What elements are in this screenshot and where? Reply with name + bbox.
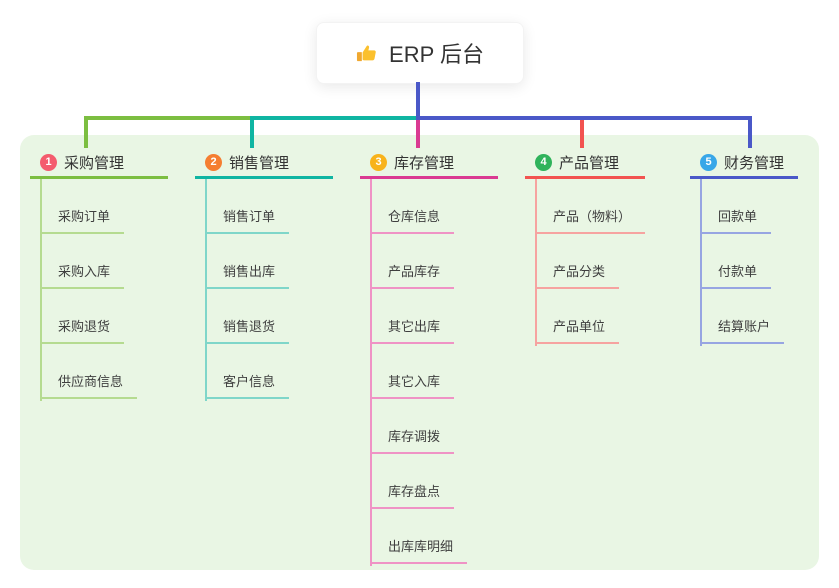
child-label: 采购入库 xyxy=(40,261,125,289)
child-label: 销售出库 xyxy=(205,261,290,289)
branch-title-label: 财务管理 xyxy=(724,154,785,172)
child-node[interactable]: 其它出库 xyxy=(360,289,525,344)
child-label: 回款单 xyxy=(700,206,772,234)
child-node[interactable]: 销售订单 xyxy=(195,179,360,234)
branch-spine-line xyxy=(535,179,537,346)
child-node[interactable]: 产品分类 xyxy=(525,234,690,289)
branch-spine-line xyxy=(700,179,702,346)
branch-title[interactable]: 3 库存管理 xyxy=(360,148,525,176)
child-node[interactable]: 采购退货 xyxy=(30,289,195,344)
child-node[interactable]: 产品（物料） xyxy=(525,179,690,234)
branch-title-label: 产品管理 xyxy=(559,154,620,172)
child-node[interactable]: 产品库存 xyxy=(360,234,525,289)
connector-drop-branch-3 xyxy=(416,120,420,148)
branch-index-badge: 1 xyxy=(40,153,57,171)
child-label: 产品分类 xyxy=(535,261,620,289)
child-node[interactable]: 库存调拨 xyxy=(360,399,525,454)
child-node[interactable]: 产品单位 xyxy=(525,289,690,344)
branch-index-badge: 2 xyxy=(205,153,222,171)
branch-title-label: 库存管理 xyxy=(394,154,455,172)
branch-title[interactable]: 4 产品管理 xyxy=(525,148,690,176)
child-node[interactable]: 采购订单 xyxy=(30,179,195,234)
branch-title[interactable]: 2 销售管理 xyxy=(195,148,360,176)
branch-underline xyxy=(195,176,333,179)
connector-bus-segment-green xyxy=(84,116,254,120)
child-node[interactable]: 销售出库 xyxy=(195,234,360,289)
root-title: ERP 后台 xyxy=(389,42,484,67)
child-node[interactable]: 其它入库 xyxy=(360,344,525,399)
branch-title-label: 销售管理 xyxy=(229,154,290,172)
child-label: 采购退货 xyxy=(40,316,125,344)
child-node[interactable]: 出库库明细 xyxy=(360,509,525,564)
branch-title-label: 采购管理 xyxy=(64,154,125,172)
branch-purchase: 1 采购管理 采购订单 采购入库 采购退货 供应商信息 xyxy=(30,148,195,401)
branch-title[interactable]: 1 采购管理 xyxy=(30,148,195,176)
connector-drop-branch-1 xyxy=(84,116,88,148)
child-node[interactable]: 结算账户 xyxy=(690,289,839,344)
connector-drop-branch-2 xyxy=(250,116,254,148)
branch-index-badge: 5 xyxy=(700,153,717,171)
branch-index-badge: 4 xyxy=(535,153,552,171)
branch-product: 4 产品管理 产品（物料） 产品分类 产品单位 xyxy=(525,148,690,346)
child-label: 供应商信息 xyxy=(40,371,138,399)
child-label: 产品（物料） xyxy=(535,206,646,234)
branch-spine-line xyxy=(205,179,207,401)
connector-bus-segment-teal xyxy=(250,116,418,120)
child-label: 其它入库 xyxy=(370,371,455,399)
branch-inventory: 3 库存管理 仓库信息 产品库存 其它出库 其它入库 库存调拨 库存盘点 xyxy=(360,148,525,566)
branch-spine-line xyxy=(370,179,372,566)
child-label: 结算账户 xyxy=(700,316,785,344)
child-node[interactable]: 采购入库 xyxy=(30,234,195,289)
connector-drop-branch-5 xyxy=(748,116,752,148)
child-label: 仓库信息 xyxy=(370,206,455,234)
child-label: 库存盘点 xyxy=(370,481,455,509)
branch-underline xyxy=(360,176,498,179)
child-label: 付款单 xyxy=(700,261,772,289)
root-node[interactable]: ERP 后台 xyxy=(316,22,524,84)
child-node[interactable]: 仓库信息 xyxy=(360,179,525,234)
child-node[interactable]: 回款单 xyxy=(690,179,839,234)
child-node[interactable]: 客户信息 xyxy=(195,344,360,399)
branch-underline xyxy=(30,176,168,179)
branch-underline xyxy=(525,176,645,179)
branch-title[interactable]: 5 财务管理 xyxy=(690,148,839,176)
child-label: 库存调拨 xyxy=(370,426,455,454)
branch-finance: 5 财务管理 回款单 付款单 结算账户 xyxy=(690,148,839,346)
child-label: 客户信息 xyxy=(205,371,290,399)
child-node[interactable]: 库存盘点 xyxy=(360,454,525,509)
child-label: 采购订单 xyxy=(40,206,125,234)
connector-root-drop xyxy=(416,82,420,116)
branch-spine-line xyxy=(40,179,42,401)
branch-underline xyxy=(690,176,798,179)
child-node[interactable]: 供应商信息 xyxy=(30,344,195,399)
child-label: 销售退货 xyxy=(205,316,290,344)
thumbs-up-icon xyxy=(356,42,379,65)
branch-index-badge: 3 xyxy=(370,153,387,171)
connector-bus-segment-blue xyxy=(416,116,752,120)
child-label: 销售订单 xyxy=(205,206,290,234)
branches-panel xyxy=(20,135,819,570)
child-node[interactable]: 销售退货 xyxy=(195,289,360,344)
connector-drop-branch-4 xyxy=(580,120,584,148)
child-label: 出库库明细 xyxy=(370,536,468,564)
child-node[interactable]: 付款单 xyxy=(690,234,839,289)
child-label: 其它出库 xyxy=(370,316,455,344)
child-label: 产品单位 xyxy=(535,316,620,344)
child-label: 产品库存 xyxy=(370,261,455,289)
branch-sales: 2 销售管理 销售订单 销售出库 销售退货 客户信息 xyxy=(195,148,360,401)
